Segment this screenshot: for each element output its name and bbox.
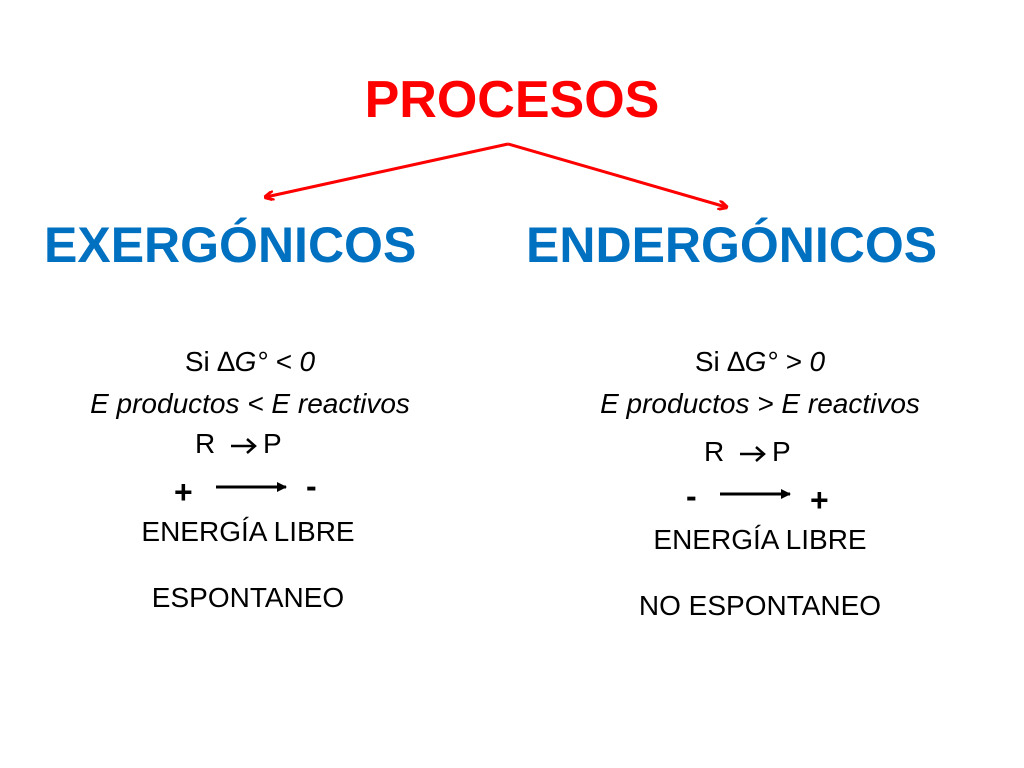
product-label: P xyxy=(772,436,791,467)
condition-prefix: Si xyxy=(694,346,728,377)
energy-relation-right: E productos > E reactivos xyxy=(600,388,920,419)
heading-exergonicos: EXERGÓNICOS xyxy=(44,217,417,273)
condition-right: Si ∆G° > 0 xyxy=(530,342,990,382)
condition-left: Si ∆G° < 0 xyxy=(20,342,480,382)
page-title: PROCESOS xyxy=(364,71,660,129)
gibbs-symbol: G xyxy=(234,346,257,377)
reaction-left: R P xyxy=(0,424,500,464)
energy-label-right: ENERGÍA LIBRE xyxy=(653,524,867,555)
heading-endergonicos: ENDERGÓNICOS xyxy=(526,217,938,273)
reaction-right: R P xyxy=(530,432,1024,472)
energy-relation-left: E productos < E reactivos xyxy=(90,388,410,419)
result-right: NO ESPONTANEO xyxy=(638,590,882,621)
gibbs-symbol: G xyxy=(744,346,767,377)
right-arrow-icon xyxy=(740,445,766,462)
delta-symbol: ∆ xyxy=(727,346,745,377)
delta-symbol: ∆ xyxy=(217,346,235,377)
product-label: P xyxy=(263,428,282,459)
reactant-label: R xyxy=(704,436,725,467)
condition-prefix: Si xyxy=(184,346,218,377)
result-left: ESPONTANEO xyxy=(151,582,345,613)
sign-start-right: - xyxy=(686,478,697,514)
branch-arrow-left xyxy=(266,142,509,197)
condition-value: ° > 0 xyxy=(766,346,826,377)
sign-end-right: + xyxy=(810,482,829,518)
reactant-label: R xyxy=(195,428,216,459)
energy-label-left: ENERGÍA LIBRE xyxy=(141,516,355,547)
branch-arrow-right xyxy=(507,142,726,207)
condition-value: ° < 0 xyxy=(256,346,316,377)
right-arrow-icon xyxy=(231,437,257,454)
sign-end-left: - xyxy=(306,468,317,504)
sign-start-left: + xyxy=(174,474,193,510)
